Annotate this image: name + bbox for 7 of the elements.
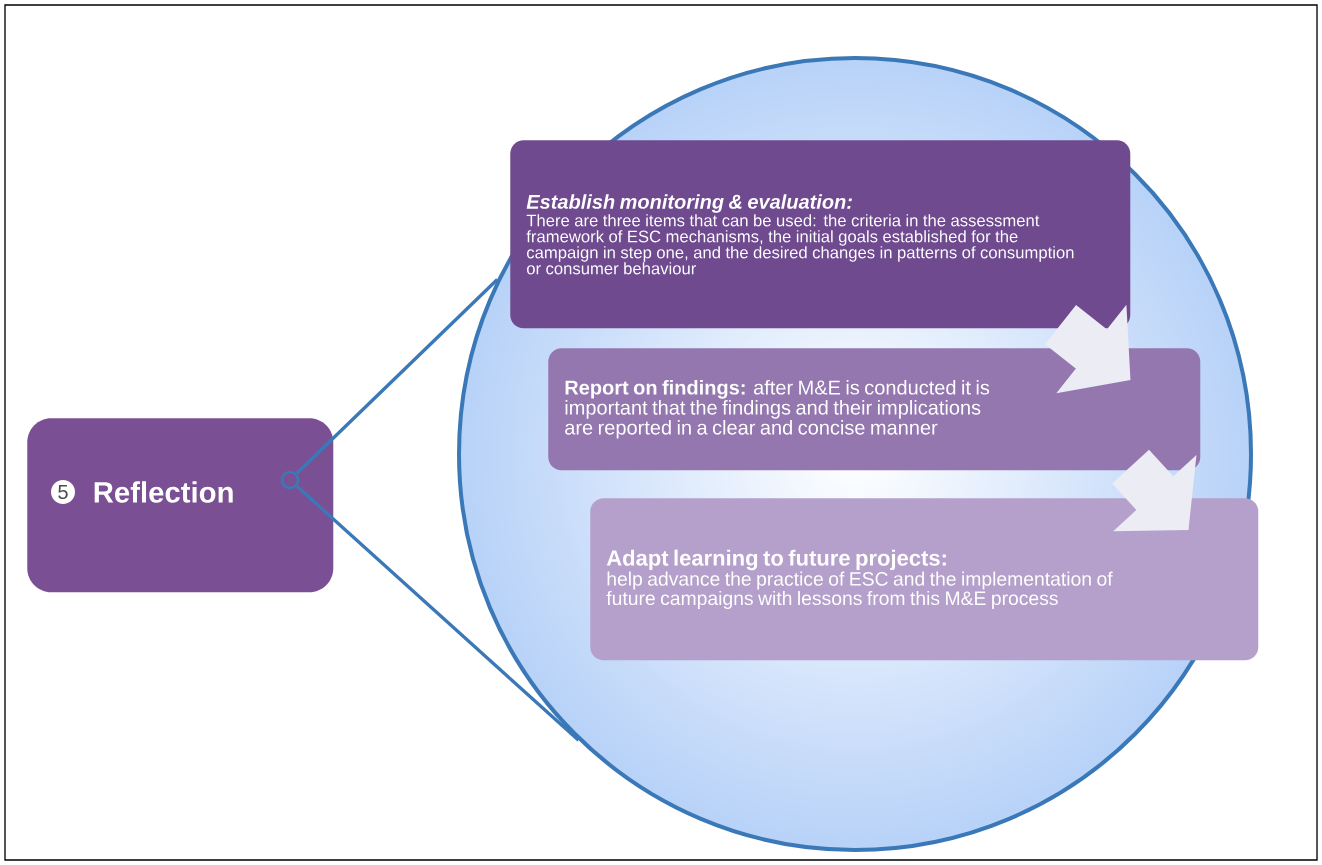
text-box: Report on findings: after M&E is conducted it is important that the findings and their implications are reported in a clear and concise manner	[548, 348, 1201, 471]
text-box: Establish monitoring & evaluation: There are three items that can be used: the criteria in the assessment framework of ESC mechanisms, the initial goals established for the campaign in step one, and the desired changes in patterns of consumption or consumer behaviour	[510, 140, 1131, 329]
text-box: Adapt learning to future projects: help advance the practice of ESC and the implementation of future campaigns with lessons from this M&E process	[590, 498, 1259, 661]
connector-line	[295, 278, 499, 475]
connector-dot	[280, 470, 300, 490]
number-badge: 5	[51, 480, 75, 504]
node-label: Reflection	[94, 481, 233, 503]
